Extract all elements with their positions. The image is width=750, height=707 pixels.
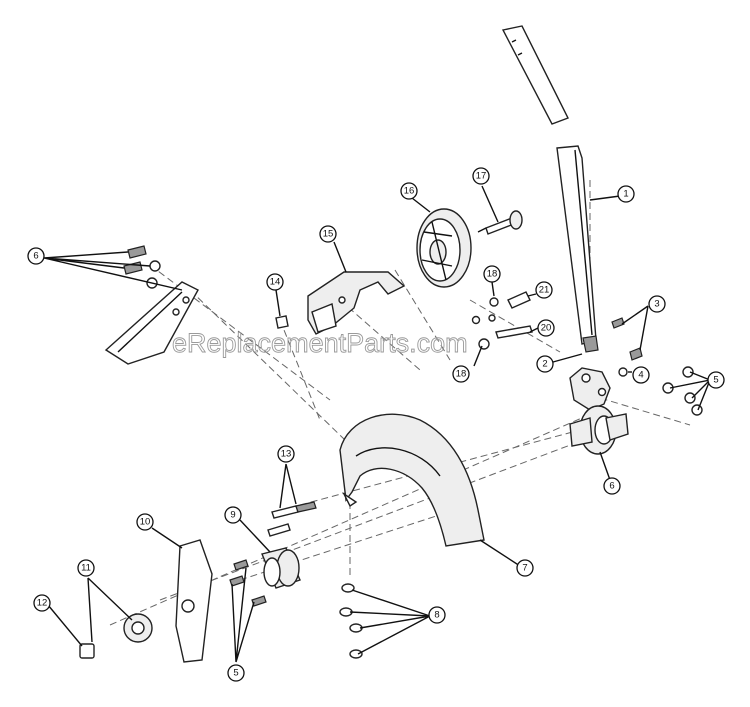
- svg-text:6: 6: [33, 251, 38, 262]
- callout-9: 9: [224, 506, 242, 524]
- svg-text:11: 11: [81, 563, 91, 574]
- svg-text:21: 21: [539, 285, 550, 296]
- washers: [339, 583, 363, 659]
- callout-3: 3: [648, 295, 666, 313]
- callout-18-lower: 18: [452, 365, 470, 383]
- callout-16: 16: [400, 182, 418, 200]
- callout-4: 4: [632, 366, 650, 384]
- svg-text:14: 14: [270, 277, 281, 288]
- svg-text:3: 3: [654, 299, 659, 310]
- svg-text:8: 8: [434, 610, 439, 621]
- callout-18-upper: 18: [483, 265, 501, 283]
- guard-bolts: [267, 501, 317, 537]
- svg-text:6: 6: [609, 481, 614, 492]
- guard-bracket: [307, 271, 406, 335]
- svg-text:17: 17: [476, 171, 487, 182]
- blade: [175, 539, 213, 663]
- callout-10: 10: [136, 513, 154, 531]
- blade-nut: [79, 643, 95, 659]
- svg-text:2: 2: [542, 359, 547, 370]
- callout-6-housing: 6: [603, 477, 621, 495]
- small-hardware: [471, 291, 533, 350]
- callout-1: 1: [617, 185, 635, 203]
- svg-text:13: 13: [281, 449, 292, 460]
- svg-text:1: 1: [623, 189, 628, 200]
- callout-8: 8: [428, 606, 446, 624]
- callout-5-lower: 5: [227, 664, 245, 682]
- svg-text:16: 16: [404, 186, 415, 197]
- hub: [123, 613, 153, 643]
- bracket-screw: [275, 315, 289, 329]
- callout-5-right: 5: [707, 371, 725, 389]
- callout-6-plate: 6: [27, 247, 45, 265]
- plate-screws: [123, 245, 161, 289]
- callout-11: 11: [77, 559, 95, 577]
- callout-12: 12: [33, 594, 51, 612]
- watermark-text: eReplacementParts.com: [172, 328, 468, 358]
- bearing: [261, 547, 301, 589]
- shaft-screws: [611, 317, 643, 377]
- svg-text:5: 5: [713, 375, 718, 386]
- callout-2: 2: [536, 355, 554, 373]
- svg-text:4: 4: [638, 370, 643, 381]
- svg-text:18: 18: [456, 369, 467, 380]
- callout-7: 7: [516, 559, 534, 577]
- svg-text:20: 20: [541, 323, 552, 334]
- callout-13: 13: [277, 445, 295, 463]
- pulley: [416, 208, 472, 288]
- pulley-bolt: [477, 210, 523, 235]
- svg-text:7: 7: [522, 563, 527, 574]
- blade-guard: [339, 413, 485, 547]
- callout-14: 14: [266, 273, 284, 291]
- svg-text:15: 15: [323, 229, 334, 240]
- svg-text:5: 5: [233, 668, 238, 679]
- callout-17: 17: [472, 167, 490, 185]
- svg-text:18: 18: [487, 269, 498, 280]
- callout-20: 20: [537, 319, 555, 337]
- svg-text:9: 9: [230, 510, 235, 521]
- leader-lines: [43, 185, 711, 663]
- gear-housing: [569, 367, 629, 455]
- shaft-tube: [501, 25, 599, 353]
- callout-15: 15: [319, 225, 337, 243]
- svg-text:12: 12: [37, 598, 48, 609]
- callout-21: 21: [535, 281, 553, 299]
- svg-text:10: 10: [140, 517, 151, 528]
- deflector-plate: [104, 281, 199, 365]
